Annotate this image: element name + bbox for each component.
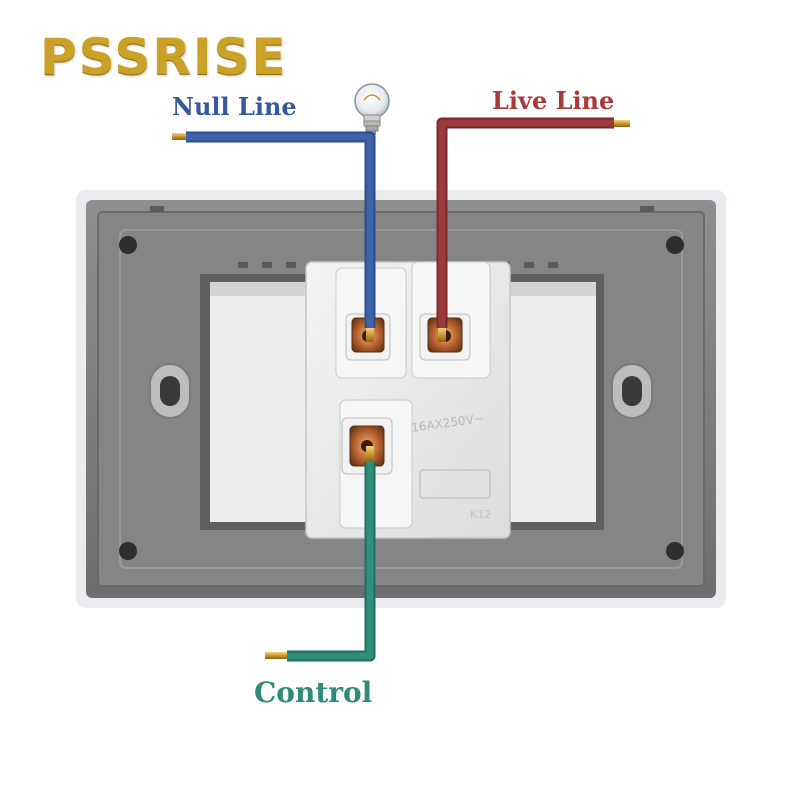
mount-hole [119, 542, 137, 560]
mount-hole [666, 236, 684, 254]
mount-hole [119, 236, 137, 254]
live-line-label: Live Line [492, 86, 615, 115]
switch-module: 16AX250V~ K12 [305, 261, 511, 539]
model-text: K12 [470, 508, 491, 521]
light-bulb-icon [354, 83, 390, 135]
mount-hole [666, 542, 684, 560]
live-line-wire [436, 117, 630, 342]
control-wire [265, 446, 376, 662]
null-line-label: Null Line [172, 92, 297, 121]
null-line-wire [172, 131, 376, 342]
brand-logo: PSSRISE [40, 28, 288, 86]
control-label: Control [254, 676, 373, 709]
